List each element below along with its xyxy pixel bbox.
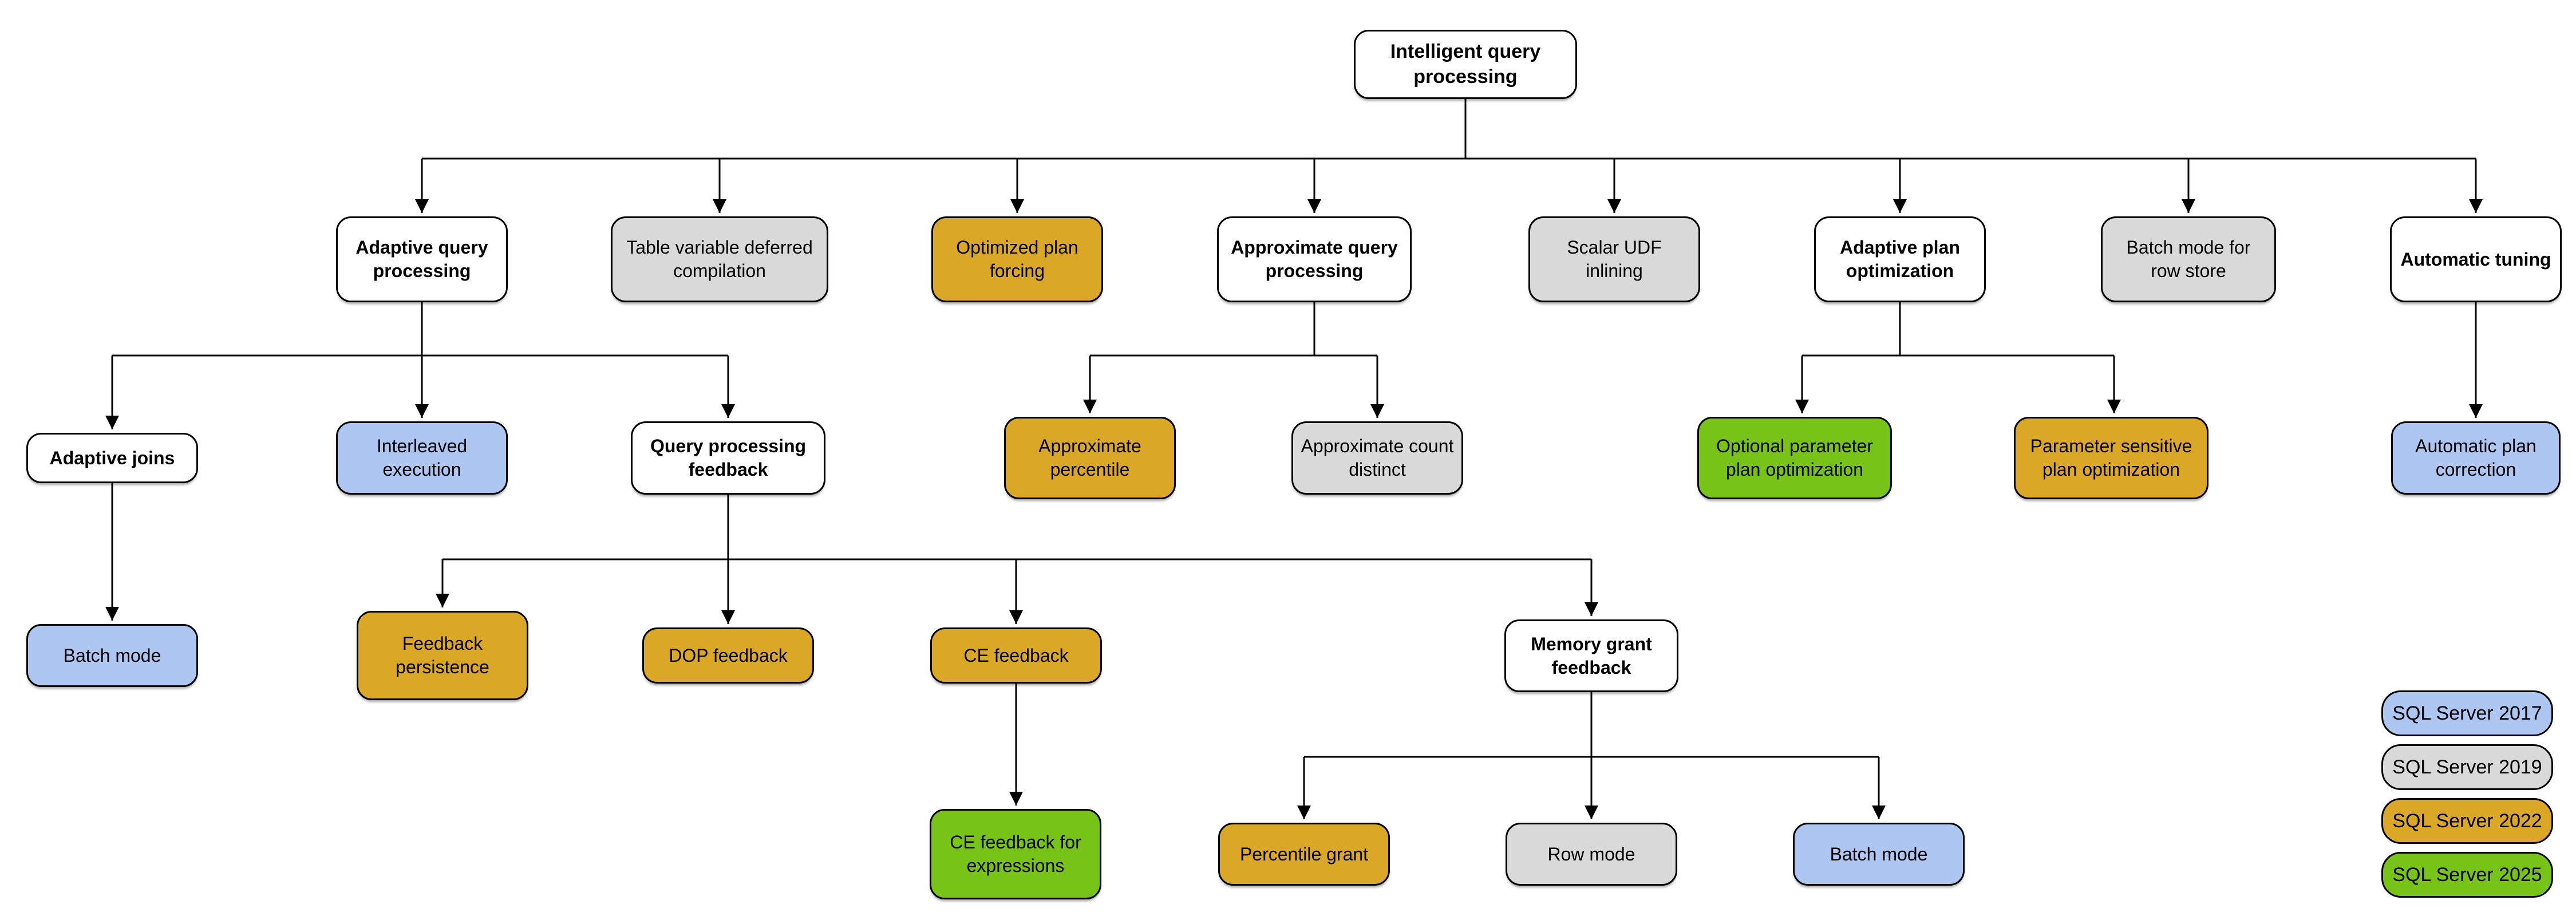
legend-sql-server-2022: SQL Server 2022	[2381, 798, 2553, 844]
legend-sql-server-2017: SQL Server 2017	[2381, 690, 2553, 736]
node-row-mode: Row mode	[1506, 823, 1677, 886]
node-optional-parameter-plan-optimization: Optional parameter plan optimization	[1697, 417, 1892, 499]
node-approximate-query-processing: Approximate query processing	[1217, 216, 1412, 302]
legend-sql-server-2025: SQL Server 2025	[2381, 852, 2553, 898]
legend-sql-server-2019: SQL Server 2019	[2381, 744, 2553, 790]
node-percentile-grant: Percentile grant	[1218, 823, 1390, 886]
node-optimized-plan-forcing: Optimized plan forcing	[931, 216, 1103, 302]
node-adaptive-plan-optimization: Adaptive plan optimization	[1814, 216, 1986, 302]
node-batch-mode-adaptive-joins: Batch mode	[26, 624, 198, 687]
node-ce-feedback: CE feedback	[930, 627, 1102, 684]
node-query-processing-feedback: Query processing feedback	[631, 421, 825, 495]
node-automatic-plan-correction: Automatic plan correction	[2391, 421, 2561, 495]
node-ce-feedback-for-expressions: CE feedback for expressions	[930, 809, 1101, 899]
node-dop-feedback: DOP feedback	[642, 627, 814, 684]
node-table-variable-deferred-compilation: Table variable deferred compilation	[611, 216, 828, 302]
node-adaptive-query-processing: Adaptive query processing	[336, 216, 508, 302]
node-parameter-sensitive-plan-optimization: Parameter sensitive plan optimization	[2014, 417, 2208, 499]
node-approximate-percentile: Approximate percentile	[1004, 417, 1176, 499]
node-feedback-persistence: Feedback persistence	[357, 611, 528, 700]
node-intelligent-query-processing: Intelligent query processing	[1354, 30, 1577, 99]
node-memory-grant-feedback: Memory grant feedback	[1504, 619, 1678, 692]
node-batch-mode-memory-grant: Batch mode	[1793, 823, 1965, 886]
node-scalar-udf-inlining: Scalar UDF inlining	[1528, 216, 1700, 302]
node-approximate-count-distinct: Approximate count distinct	[1291, 421, 1463, 495]
node-automatic-tuning: Automatic tuning	[2390, 216, 2562, 302]
node-batch-mode-for-row-store: Batch mode for row store	[2101, 216, 2276, 302]
node-interleaved-execution: Interleaved execution	[336, 421, 508, 495]
node-adaptive-joins: Adaptive joins	[26, 433, 198, 483]
